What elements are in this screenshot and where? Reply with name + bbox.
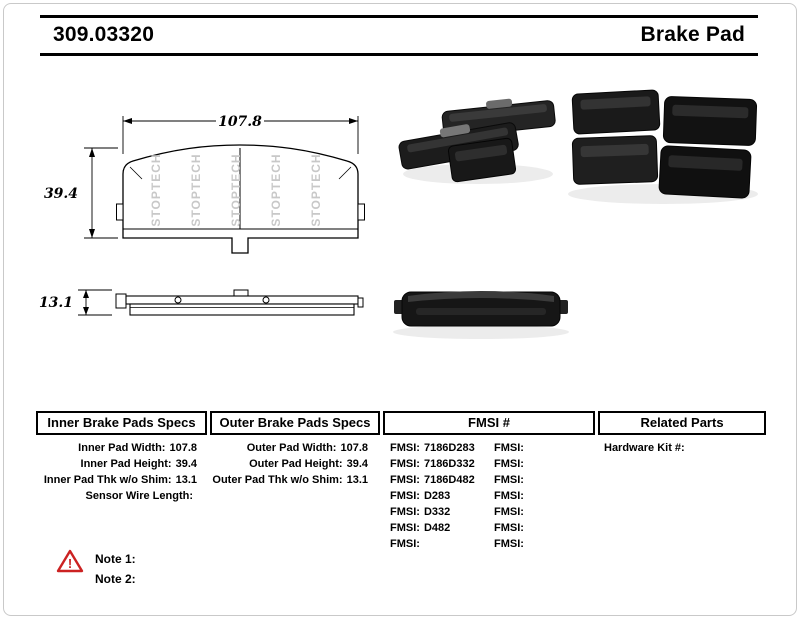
spec-label: Inner Pad Height: [80, 458, 172, 470]
warning-icon: ! [56, 549, 84, 573]
spec-value: 13.1 [175, 474, 197, 486]
spec-label: Inner Pad Thk w/o Shim: [43, 474, 172, 486]
product-photos [393, 89, 758, 339]
spec-row: Hardware Kit #: [604, 440, 764, 456]
thickness-dim-label: 13.1 [39, 295, 73, 311]
pad-side-view [115, 289, 364, 316]
note-1: Note 1: [95, 552, 136, 566]
spec-label: Hardware Kit #: [604, 442, 685, 454]
header: 309.03320 Brake Pad [40, 15, 758, 56]
stoptech-watermark: STOPTECH STOPTECH STOPTECH STOPTECH STOP… [149, 153, 323, 226]
inner-specs-header: Inner Brake Pads Specs [36, 411, 207, 435]
header-bottom-rule [40, 53, 758, 56]
fmsi-label: FMSI: [390, 506, 420, 518]
spec-row: Inner Pad Width:107.8 [36, 440, 197, 456]
fmsi-label: FMSI: [494, 522, 524, 534]
spec-row: Inner Pad Thk w/o Shim:13.1 [36, 472, 197, 488]
pad-front-view: STOPTECH STOPTECH STOPTECH STOPTECH STOP… [116, 144, 365, 254]
width-dim-label: 107.8 [218, 114, 262, 130]
spec-row: Outer Pad Width:107.8 [210, 440, 368, 456]
brake-pad-photo-set-left [398, 98, 556, 183]
fmsi-label: FMSI: [494, 458, 524, 470]
outer-specs-header: Outer Brake Pads Specs [210, 411, 380, 435]
spec-label: Sensor Wire Length: [85, 490, 193, 502]
header-top-rule [40, 15, 758, 18]
fmsi-label: FMSI: [390, 490, 420, 502]
fmsi-rows: FMSI:7186D283 FMSI: FMSI:7186D332 FMSI: … [390, 440, 590, 552]
fmsi-value: D482 [423, 522, 451, 534]
height-dimension [84, 147, 118, 239]
fmsi-row: FMSI:D332 FMSI: [390, 504, 590, 520]
fmsi-row: FMSI:D283 FMSI: [390, 488, 590, 504]
inner-specs-rows: Inner Pad Width:107.8 Inner Pad Height:3… [36, 440, 197, 504]
fmsi-label: FMSI: [494, 538, 524, 550]
spec-row: Outer Pad Thk w/o Shim:13.1 [210, 472, 368, 488]
spec-value: 107.8 [340, 442, 368, 454]
svg-text:STOPTECH: STOPTECH [189, 153, 203, 226]
fmsi-value: 7186D482 [423, 474, 475, 486]
thickness-dimension [78, 289, 112, 316]
spec-row: Inner Pad Height:39.4 [36, 456, 197, 472]
part-number: 309.03320 [53, 23, 155, 46]
spec-value: 13.1 [346, 474, 368, 486]
fmsi-row: FMSI:7186D283 FMSI: [390, 440, 590, 456]
fmsi-header: FMSI # [383, 411, 595, 435]
note-2: Note 2: [95, 572, 136, 586]
svg-text:STOPTECH: STOPTECH [269, 153, 283, 226]
fmsi-label: FMSI: [494, 474, 524, 486]
technical-drawing: 107.8 39.4 STOPTECH STOPTECH STOPTECH ST… [39, 113, 365, 316]
fmsi-row: FMSI:7186D482 FMSI: [390, 472, 590, 488]
fmsi-label: FMSI: [390, 522, 420, 534]
fmsi-label: FMSI: [494, 490, 524, 502]
height-dim-label: 39.4 [44, 186, 78, 202]
fmsi-label: FMSI: [494, 506, 524, 518]
svg-text:STOPTECH: STOPTECH [149, 153, 163, 226]
related-parts-header: Related Parts [598, 411, 766, 435]
spec-value: 39.4 [346, 458, 368, 470]
fmsi-label: FMSI: [390, 474, 420, 486]
spec-value: 107.8 [169, 442, 197, 454]
brake-pad-photo-edge [394, 291, 568, 327]
fmsi-value: D332 [423, 506, 451, 518]
fmsi-value: 7186D332 [423, 458, 475, 470]
fmsi-row: FMSI: FMSI: [390, 536, 590, 552]
fmsi-label: FMSI: [390, 442, 420, 454]
fmsi-value: D283 [423, 490, 451, 502]
fmsi-label: FMSI: [390, 458, 420, 470]
fmsi-row: FMSI:7186D332 FMSI: [390, 456, 590, 472]
page-title: Brake Pad [640, 23, 745, 46]
fmsi-value: 7186D283 [423, 442, 475, 454]
svg-text:STOPTECH: STOPTECH [309, 153, 323, 226]
spec-label: Outer Pad Thk w/o Shim: [212, 474, 343, 486]
spec-label: Inner Pad Width: [78, 442, 166, 454]
related-parts-rows: Hardware Kit #: [604, 440, 764, 456]
brake-pad-photo-set-right [571, 89, 758, 199]
fmsi-row: FMSI:D482 FMSI: [390, 520, 590, 536]
outer-specs-rows: Outer Pad Width:107.8 Outer Pad Height:3… [210, 440, 368, 488]
fmsi-label: FMSI: [494, 442, 524, 454]
svg-text:!: ! [68, 556, 72, 571]
spec-label: Outer Pad Width: [246, 442, 337, 454]
spec-value: 39.4 [175, 458, 197, 470]
spec-row: Outer Pad Height:39.4 [210, 456, 368, 472]
svg-text:STOPTECH: STOPTECH [229, 153, 243, 226]
spec-row: Sensor Wire Length: [36, 488, 197, 504]
spec-label: Outer Pad Height: [249, 458, 343, 470]
fmsi-label: FMSI: [390, 538, 420, 550]
